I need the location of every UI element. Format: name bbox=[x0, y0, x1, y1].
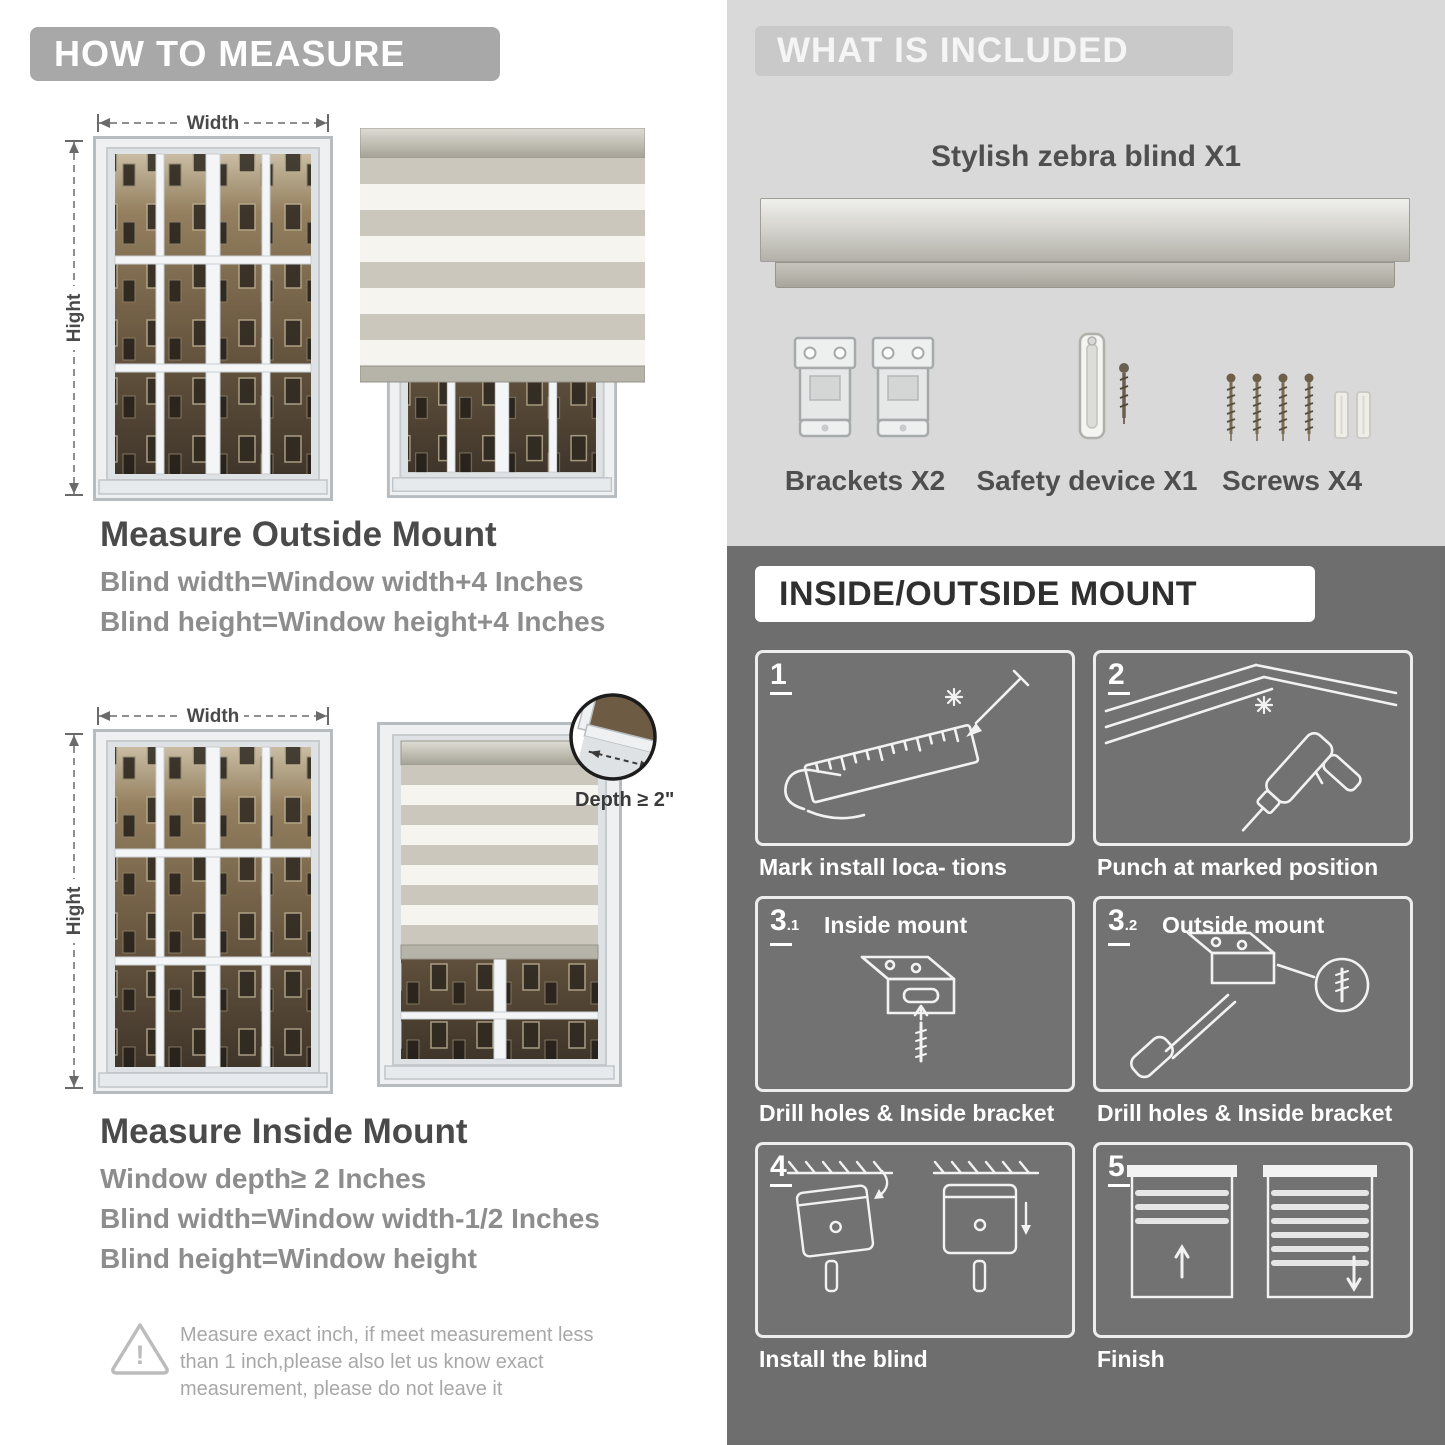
safety-device-label: Safety device X1 bbox=[976, 465, 1198, 496]
depth-detail-circle bbox=[569, 693, 657, 781]
inside-mount-title: Measure Inside Mount bbox=[100, 1112, 468, 1151]
step-illustration-inside-bracket bbox=[860, 955, 956, 1063]
step-caption-3-2: Drill holes & Inside bracket bbox=[1097, 1100, 1393, 1126]
step-number-3-2-sub: .2 bbox=[1124, 917, 1138, 934]
inside-mount-rule-depth: Window depth≥ 2 Inches bbox=[100, 1163, 427, 1194]
step-number-5: 5 bbox=[1108, 1151, 1130, 1187]
step-number-underline bbox=[1108, 692, 1130, 695]
zebra-blind-outside-illustration bbox=[360, 128, 645, 503]
step-panel-3-2: 3.2 Outside mount bbox=[1093, 896, 1413, 1092]
step-panel-3-1: 3.1 Inside mount bbox=[755, 896, 1075, 1092]
step-number-2: 2 bbox=[1108, 659, 1130, 695]
step-caption-4: Install the blind bbox=[759, 1346, 928, 1372]
step-number-5-text: 5 bbox=[1108, 1150, 1125, 1183]
outside-mount-rule-width: Blind width=Window width+4 Inches bbox=[100, 566, 584, 597]
zebra-blind-count-label: Stylish zebra blind X1 bbox=[930, 140, 1242, 173]
step-number-4: 4 bbox=[770, 1151, 792, 1187]
height-arrow-label: Hight bbox=[64, 886, 85, 935]
width-arrow-label: Width bbox=[187, 706, 240, 727]
step-number-4-text: 4 bbox=[770, 1150, 787, 1183]
what-is-included-section: WHAT IS INCLUDED Stylish zebra blind X1 bbox=[727, 0, 1445, 546]
width-arrow: Width bbox=[97, 112, 329, 134]
screws-label: Screws X4 bbox=[1221, 465, 1363, 496]
what-is-included-title: WHAT IS INCLUDED bbox=[777, 31, 1129, 70]
step-number-underline bbox=[770, 1184, 792, 1187]
step-number-underline bbox=[1108, 943, 1130, 946]
mount-section: INSIDE/OUTSIDE MOUNT 1 bbox=[727, 546, 1445, 1445]
headrail-image bbox=[760, 198, 1410, 262]
step-number-3-1-sub: .1 bbox=[786, 917, 800, 934]
step-number-1: 1 bbox=[770, 659, 792, 695]
step-panel-1: 1 bbox=[755, 650, 1075, 846]
brackets-icon bbox=[793, 336, 935, 438]
step-illustration-install bbox=[786, 1160, 1040, 1293]
step-caption-1: Mark install loca- tions bbox=[759, 854, 1007, 880]
step-illustration-mark bbox=[784, 669, 1030, 820]
width-arrow-label: Width bbox=[187, 113, 240, 134]
step-number-3-1-text: 3 bbox=[770, 904, 787, 937]
outside-mount-rule-height: Blind height=Window height+4 Inches bbox=[100, 606, 606, 637]
height-arrow-label: Hight bbox=[64, 293, 85, 342]
step-number-underline bbox=[770, 943, 792, 946]
depth-label: Depth ≥ 2" bbox=[575, 789, 675, 811]
step-illustration-drill bbox=[1104, 663, 1398, 832]
step-illustration-outside-bracket bbox=[1130, 931, 1370, 1079]
step-panel-2: 2 bbox=[1093, 650, 1413, 846]
inside-mount-rule-height: Blind height=Window height bbox=[100, 1243, 477, 1274]
how-to-measure-title: HOW TO MEASURE bbox=[54, 33, 406, 74]
step-caption-2: Punch at marked position bbox=[1097, 854, 1379, 880]
how-to-measure-banner: HOW TO MEASURE bbox=[30, 27, 500, 81]
step-number-1-text: 1 bbox=[770, 658, 787, 691]
inside-mount-diagram: Width Hight bbox=[55, 693, 695, 1117]
safety-device-icon bbox=[1078, 332, 1129, 440]
step-title-outside-mount: Outside mount bbox=[1162, 912, 1325, 938]
outside-mount-title: Measure Outside Mount bbox=[100, 515, 497, 554]
what-is-included-banner: WHAT IS INCLUDED bbox=[755, 26, 1233, 76]
height-arrow: Hight bbox=[63, 733, 85, 1089]
headrail-fascia-image bbox=[775, 262, 1395, 288]
step-number-3-1: 3.1 bbox=[770, 905, 799, 946]
warning-icon: ! bbox=[111, 1323, 169, 1375]
step-number-3-2: 3.2 bbox=[1108, 905, 1137, 946]
inside-mount-rule-width: Blind width=Window width-1/2 Inches bbox=[100, 1203, 600, 1234]
step-caption-5: Finish bbox=[1097, 1346, 1165, 1372]
step-title-inside-mount: Inside mount bbox=[824, 912, 968, 938]
step-panel-5: 5 bbox=[1093, 1142, 1413, 1338]
mount-title: INSIDE/OUTSIDE MOUNT bbox=[779, 575, 1198, 613]
step-number-2-text: 2 bbox=[1108, 658, 1125, 691]
step-caption-3-1: Drill holes & Inside bracket bbox=[759, 1100, 1055, 1126]
mount-banner: INSIDE/OUTSIDE MOUNT bbox=[755, 566, 1315, 622]
how-to-measure-section: HOW TO MEASURE Width Hight Measure bbox=[0, 0, 710, 1445]
outside-mount-diagram: Width Hight bbox=[55, 100, 675, 510]
step-number-underline bbox=[1108, 1184, 1130, 1187]
step-number-3-2-text: 3 bbox=[1108, 904, 1125, 937]
width-arrow: Width bbox=[97, 705, 329, 727]
window-illustration bbox=[93, 136, 333, 501]
measure-warning-note: Measure exact inch, if meet measurement … bbox=[180, 1324, 594, 1400]
brackets-label: Brackets X2 bbox=[784, 465, 946, 496]
window-illustration bbox=[93, 729, 333, 1094]
warning-icon-glyph: ! bbox=[136, 1340, 145, 1370]
step-number-underline bbox=[770, 692, 792, 695]
screws-icon bbox=[1226, 373, 1371, 441]
height-arrow: Hight bbox=[63, 140, 85, 496]
step-panel-4: 4 bbox=[755, 1142, 1075, 1338]
step-illustration-finish bbox=[1127, 1165, 1377, 1299]
